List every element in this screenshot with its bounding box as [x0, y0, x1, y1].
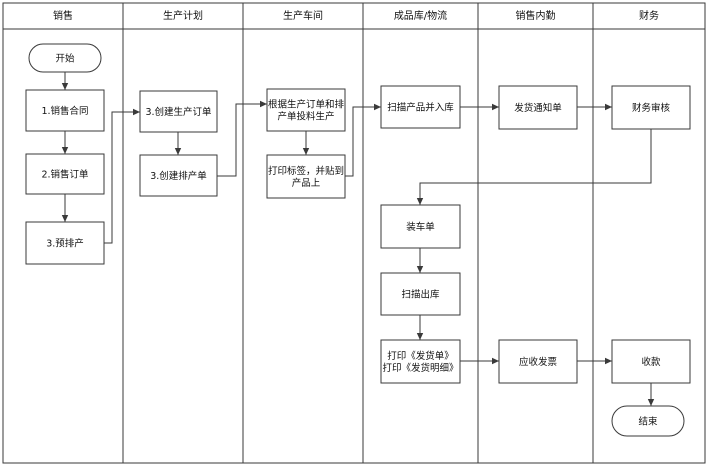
terminal-shape [28, 43, 102, 73]
node-create_schedule[interactable]: 3.创建排产单 [139, 154, 218, 197]
process-box [266, 154, 346, 199]
node-label: 结束 [638, 416, 658, 428]
process-box [380, 85, 461, 129]
process-box [25, 153, 105, 195]
node-scan_in[interactable]: 扫描产品并入库 [380, 85, 461, 129]
process-box [25, 89, 105, 132]
process-box [25, 221, 105, 265]
node-label: 装车单 [406, 221, 435, 233]
node-print_docs[interactable]: 打印《发货单》打印《发货明细》 [380, 339, 461, 384]
process-box [380, 339, 461, 384]
edge-pre_schedule-to-create_prod_order [104, 108, 140, 244]
node-loading[interactable]: 装车单 [380, 204, 461, 249]
lane-title-planning: 生产计划 [163, 9, 203, 22]
node-label: 2.销售订单 [41, 169, 89, 181]
lane-title-sales: 销售 [53, 9, 73, 22]
lane-title-finance: 财务 [639, 9, 659, 22]
node-contract[interactable]: 1.销售合同 [25, 89, 105, 132]
node-label: 扫描产品并入库 [387, 102, 454, 114]
node-scan_out[interactable]: 扫描出库 [380, 272, 461, 316]
node-label: 1.销售合同 [41, 105, 88, 117]
process-box [498, 339, 578, 384]
process-box [498, 85, 578, 130]
edge-finance_review-to-loading [416, 129, 652, 205]
node-label: 3.创建生产订单 [145, 106, 212, 118]
lane-title-warehouse: 成品库/物流 [394, 9, 447, 22]
process-box [380, 204, 461, 249]
node-sales_order[interactable]: 2.销售订单 [25, 153, 105, 195]
node-label: 扫描出库 [401, 289, 440, 301]
node-label: 财务审核 [632, 102, 671, 114]
node-pre_schedule[interactable]: 3.预排产 [25, 221, 105, 265]
node-collection[interactable]: 收款 [611, 339, 691, 384]
process-box [139, 154, 218, 197]
process-box [380, 272, 461, 316]
node-label: 应收发票 [519, 356, 558, 368]
process-box [611, 339, 691, 384]
node-label: 收款 [641, 356, 661, 368]
lane-title-sales_office: 销售内勤 [516, 9, 556, 22]
node-label: 打印《发货单》 [387, 350, 454, 362]
node-label: 打印《发货明细》 [382, 362, 458, 374]
edge-print_label-to-scan_in [345, 103, 381, 177]
process-box [266, 88, 346, 132]
node-label: 发货通知单 [514, 102, 562, 114]
node-create_prod_order[interactable]: 3.创建生产订单 [139, 90, 218, 133]
node-invoice[interactable]: 应收发票 [498, 339, 578, 384]
process-box [139, 90, 218, 133]
node-label: 3.创建排产单 [150, 170, 207, 182]
node-finance_review[interactable]: 财务审核 [611, 85, 691, 130]
process-box [611, 85, 691, 130]
node-end[interactable]: 结束 [611, 405, 685, 437]
node-label: 打印标签，并贴到 [268, 165, 344, 177]
node-label: 根据生产订单和排 [268, 99, 345, 111]
terminal-shape [611, 405, 685, 437]
node-label: 3.预排产 [46, 238, 84, 250]
edge-create_schedule-to-feed_produce [217, 100, 267, 177]
node-start[interactable]: 开始 [28, 43, 102, 73]
lane-title-workshop: 生产车间 [283, 9, 323, 22]
node-label: 产品上 [292, 177, 321, 189]
node-label: 产单投料生产 [277, 111, 334, 123]
node-label: 开始 [55, 53, 75, 65]
node-delivery_notice[interactable]: 发货通知单 [498, 85, 578, 130]
